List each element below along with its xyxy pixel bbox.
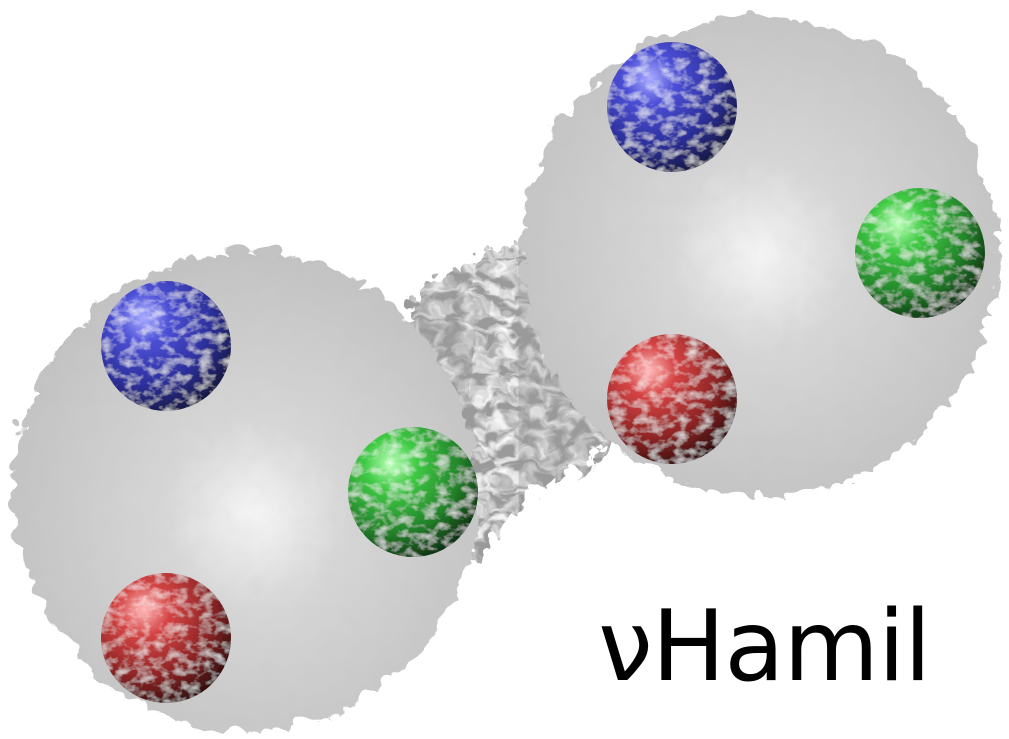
logo-wordmark: νHamil	[598, 590, 931, 704]
left-nucleon-quarks	[101, 281, 478, 703]
green-quark-icon	[855, 188, 985, 318]
blue-quark-icon	[101, 281, 231, 411]
red-quark-icon	[607, 334, 737, 464]
blue-quark-icon	[607, 42, 737, 172]
red-quark-icon	[101, 573, 231, 703]
green-quark-icon	[348, 427, 478, 557]
right-nucleon-quarks	[607, 42, 985, 464]
